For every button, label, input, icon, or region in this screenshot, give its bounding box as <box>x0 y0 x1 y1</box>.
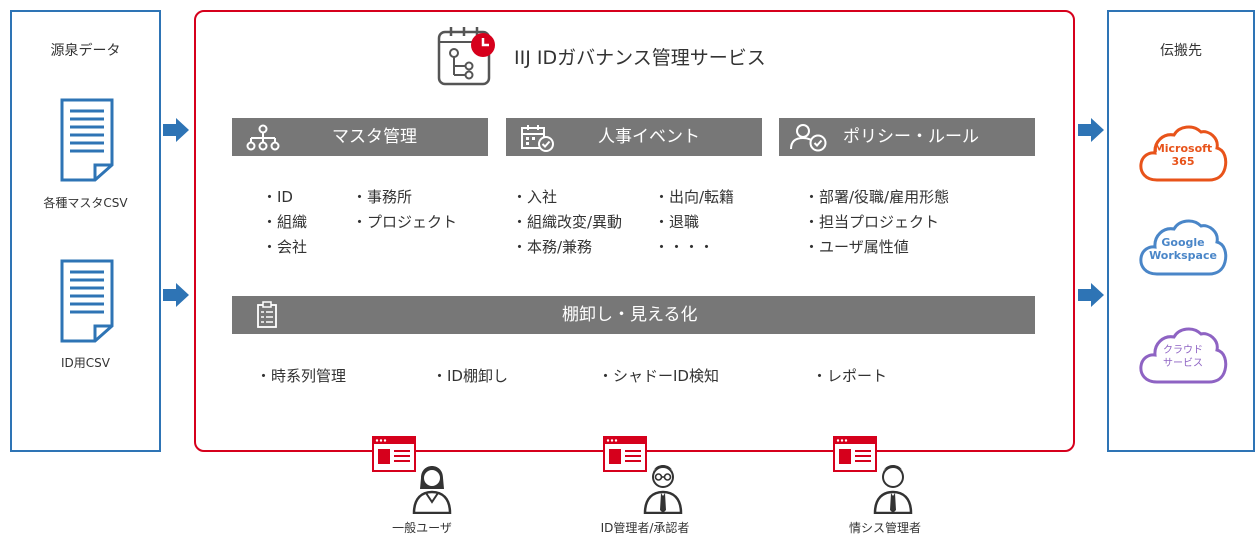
arrow-right-icon <box>163 283 189 307</box>
list-item: ・ユーザ属性値 <box>804 238 909 256</box>
list-item: ・・・・ <box>654 238 715 256</box>
cloud-icon <box>1139 219 1228 276</box>
cloud-label-line: サービス <box>1163 358 1203 369</box>
source-data-title: 源泉データ <box>50 43 121 59</box>
list-item: ・部署/役職/雇用形態 <box>804 188 950 206</box>
list-item: ・組織 <box>262 213 308 231</box>
user-policy-icon <box>790 124 827 152</box>
list-item: ・会社 <box>262 238 308 256</box>
arrow-right-icon <box>1078 283 1104 307</box>
list-item: ・プロジェクト <box>352 213 458 231</box>
list-item: ・出向/転籍 <box>654 188 735 206</box>
list-item: ・シャドーID検知 <box>598 367 719 385</box>
microsoft-365-label: Microsoft 365 <box>1137 142 1229 168</box>
inventory-bar: 棚卸し・見える化 <box>232 296 1035 334</box>
cloud-label-line: Microsoft <box>1153 142 1213 155</box>
service-panel <box>194 10 1075 452</box>
propagation-target-title: 伝搬先 <box>1160 43 1202 59</box>
browser-window-icon <box>603 436 647 472</box>
document-icon <box>60 259 114 343</box>
list-item: ・退職 <box>654 213 700 231</box>
arrow-right-icon <box>163 118 189 142</box>
list-item: ・時系列管理 <box>256 367 347 385</box>
cloud-label-line: 365 <box>1171 155 1195 168</box>
list-item: ・ID棚卸し <box>432 367 508 385</box>
master-management-bar: マスタ管理 <box>232 118 488 156</box>
cloud-label-line: クラウド <box>1163 345 1203 356</box>
browser-window-icon <box>833 436 877 472</box>
browser-window-icon <box>372 436 416 472</box>
policy-rule-bar: ポリシー・ルール <box>779 118 1035 156</box>
hr-event-bar: 人事イベント <box>506 118 762 156</box>
list-item: ・担当プロジェクト <box>804 213 940 231</box>
list-item: ・組織改変/異動 <box>512 213 623 231</box>
master-csv-label: 各種マスタCSV <box>43 196 128 210</box>
cloud-icon <box>1139 125 1228 182</box>
org-chart-icon <box>246 124 280 151</box>
it-admin-icon <box>873 465 913 514</box>
arrow-right-icon <box>1078 118 1104 142</box>
calendar-org-icon <box>437 27 495 86</box>
cloud-label-line: Google <box>1161 236 1205 249</box>
hr-event-title: 人事イベント <box>598 127 700 147</box>
calendar-check-icon <box>521 125 554 152</box>
propagation-target-panel: 伝搬先 Microsoft 365 Google Workspace クラウド … <box>1107 10 1255 452</box>
source-data-panel: 源泉データ 各種マスタCSV ID用CSV <box>10 10 161 452</box>
list-item: ・入社 <box>512 188 558 206</box>
admin-glasses-icon <box>643 465 683 514</box>
id-csv-label: ID用CSV <box>61 356 110 370</box>
master-management-title: マスタ管理 <box>332 127 417 147</box>
list-item: ・事務所 <box>352 188 413 206</box>
cloud-label-line: Workspace <box>1149 249 1217 262</box>
document-icon <box>60 98 114 182</box>
it-admin-label: 情シス管理者 <box>848 521 921 535</box>
general-user-label: 一般ユーザ <box>392 521 452 535</box>
google-workspace-label: Google Workspace <box>1137 236 1229 262</box>
cloud-icon <box>1139 327 1228 384</box>
user-female-icon <box>412 466 452 514</box>
cloud-service-label: クラウド サービス <box>1137 344 1229 370</box>
list-item: ・本務/兼務 <box>512 238 593 256</box>
inventory-title: 棚卸し・見える化 <box>562 305 698 325</box>
checklist-icon <box>257 301 277 328</box>
list-item: ・ID <box>262 188 293 206</box>
id-admin-approver-label: ID管理者/承認者 <box>600 521 690 535</box>
service-title: IIJ IDガバナンス管理サービス <box>514 47 766 69</box>
policy-rule-title: ポリシー・ルール <box>843 127 979 147</box>
list-item: ・レポート <box>812 367 888 385</box>
